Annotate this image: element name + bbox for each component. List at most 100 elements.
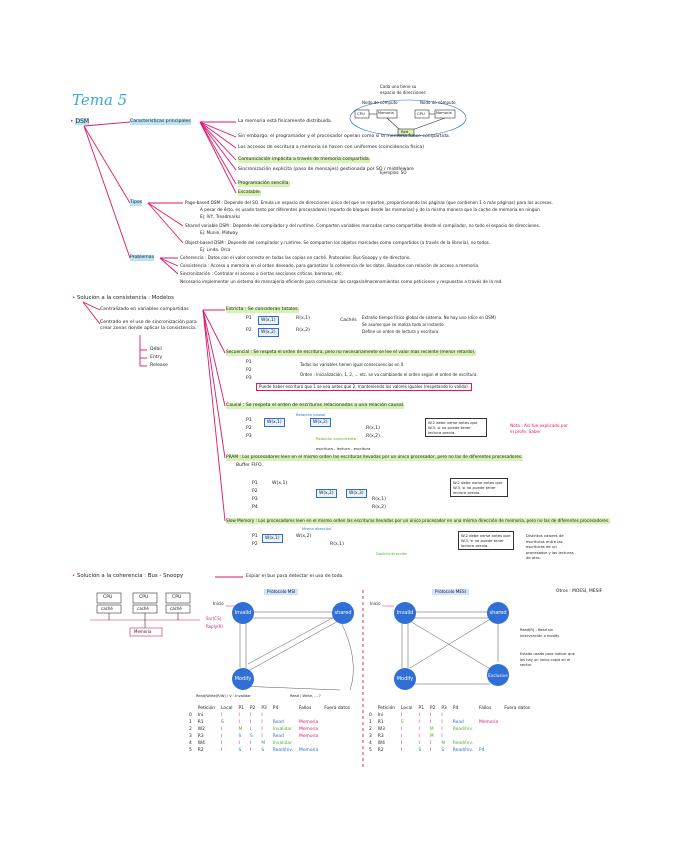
table-cell: I	[441, 720, 443, 725]
table-cell: 1	[189, 720, 192, 725]
table-cell: Fallos	[479, 706, 492, 711]
cache-3: caché	[170, 606, 182, 611]
msi-snr: Snr(CS)	[206, 616, 222, 621]
table-cell: I	[401, 727, 403, 732]
causal-w2-box: W(x,2)	[310, 418, 331, 427]
pram-box: W.2 debe verse antes que W.3, si no pued…	[450, 478, 508, 497]
causal-r1: R(x,1)	[366, 426, 380, 431]
msi-state-modify: Modify	[232, 668, 254, 690]
modelo-entry: Entry	[150, 355, 163, 360]
table-cell	[476, 712, 501, 719]
table-cell: P1	[418, 706, 424, 711]
table-cell: Ini	[197, 713, 204, 718]
table-cell: I	[401, 713, 403, 718]
snoopy-desc: Espiar el bus para detectar el uso de to…	[246, 574, 344, 579]
table-cell: I	[261, 734, 263, 739]
table-cell: S	[221, 720, 224, 725]
table-cell: Read	[452, 720, 464, 725]
tipos-line-1: Page-based DSM : Depende del SO. Emula u…	[185, 200, 553, 205]
mesi-side-1: Read(R) : Read sin intervención a modify	[520, 628, 560, 638]
table-cell: I	[238, 741, 240, 746]
table-cell: M	[429, 734, 434, 739]
table-cell: S	[249, 734, 253, 739]
pram-line-2: Buffer FIFO.	[236, 463, 263, 468]
dsm-line-6: Programación sencilla.	[238, 181, 290, 187]
estricta-rhs-2: Se asume que se realiza todo al instante…	[362, 322, 445, 327]
dsm-caracteristicas: Características principales	[130, 119, 191, 125]
sec-sub-2: Orden : Inicialización, 1, 2, ... etc. s…	[300, 372, 478, 377]
estricta-r2: R(x,2)	[296, 328, 310, 333]
estricta-p1: P1	[246, 316, 252, 321]
diagram-cpu-left: CPU	[357, 111, 365, 116]
table-cell: Read/Inv.	[452, 741, 474, 746]
diagram-cpu-right: CPU	[417, 111, 425, 116]
mesi-state-exclusive: Exclusive	[487, 664, 509, 686]
table-cell: 4	[369, 741, 372, 746]
estricta-w2-box: W(x,2)	[258, 328, 279, 337]
slow-p1: P1	[252, 534, 258, 539]
modelo-release: Release	[150, 363, 168, 368]
table-cell: 2	[369, 727, 372, 732]
problemas-label: Problemas	[130, 255, 154, 261]
page-title: Tema 5	[72, 91, 128, 109]
estricta-w1-box: W(x,1)	[258, 316, 279, 325]
cache-1: caché	[101, 606, 113, 611]
table-cell: Fuera datos	[504, 706, 531, 711]
causal-r2: R(x,2)	[366, 434, 380, 439]
table-cell: W4	[197, 741, 205, 746]
table-cell: 0	[189, 713, 192, 718]
tipos-line-5: Ej: Munin, Midway	[200, 230, 238, 235]
pram-p1: P1	[252, 481, 258, 486]
modelos-item-1: Centralizado en variables compartidas	[100, 307, 189, 312]
table-cell: I	[249, 748, 252, 753]
table-cell: I	[429, 713, 432, 718]
slow-label: Slow Memory : Los procesadores leen en e…	[226, 518, 610, 524]
table-cell: Fuera datos	[324, 706, 351, 711]
dsm-line-7: Escalable.	[238, 190, 262, 196]
table-cell: Petición	[377, 706, 396, 711]
pram-w1: W(x,1)	[272, 481, 288, 486]
table-cell: Local	[401, 706, 413, 711]
mesi-inicio: Inicio	[370, 601, 381, 606]
table-cell: Read	[272, 734, 284, 739]
estricta-r1: R(x,1)	[296, 316, 310, 321]
slow-side: Distintos valores de escrituras entre la…	[526, 533, 574, 561]
slow-p2: P2	[252, 542, 258, 547]
table-cell: 0	[369, 713, 372, 718]
sec-p1: P1	[246, 360, 252, 365]
table-cell: I	[221, 748, 223, 753]
table-cell: Read/Inv.	[452, 748, 474, 753]
table-cell	[366, 705, 375, 712]
tipos-label: Tipos	[130, 200, 143, 206]
otros-protocols: Otros : MOESI, MESIF	[556, 589, 603, 594]
problemas-line-4: Necesario implementar un sistema de mens…	[180, 279, 503, 284]
msi-state-shared: shared	[332, 602, 354, 624]
table-cell: W4	[377, 741, 385, 746]
table-cell: I	[418, 713, 420, 718]
msi-inicio: Inicio	[213, 601, 224, 606]
slow-label-diff: Distinta dirección	[376, 552, 408, 556]
table-cell: 1	[369, 720, 372, 725]
table-cell: P1	[238, 706, 244, 711]
table-cell: I	[401, 734, 403, 739]
mesi-title: Protocolo MESI	[432, 589, 469, 595]
pram-w2-box: W(x,2)	[316, 489, 337, 498]
sec-p2: P2	[246, 368, 252, 373]
table-cell: M	[429, 727, 434, 732]
table-cell: R1	[197, 720, 204, 725]
pram-r1: R(x,1)	[372, 497, 386, 502]
modelos-item-2: Centrado en el uso de sincronización par…	[100, 320, 197, 331]
table-cell: I	[249, 727, 252, 732]
table-cell	[476, 740, 501, 747]
table-cell: 3	[189, 734, 192, 739]
cpu-2: CPU	[139, 595, 149, 600]
tipos-line-4: Shared variable DSM : Depende del compil…	[185, 223, 541, 228]
table-cell: S	[238, 748, 242, 753]
